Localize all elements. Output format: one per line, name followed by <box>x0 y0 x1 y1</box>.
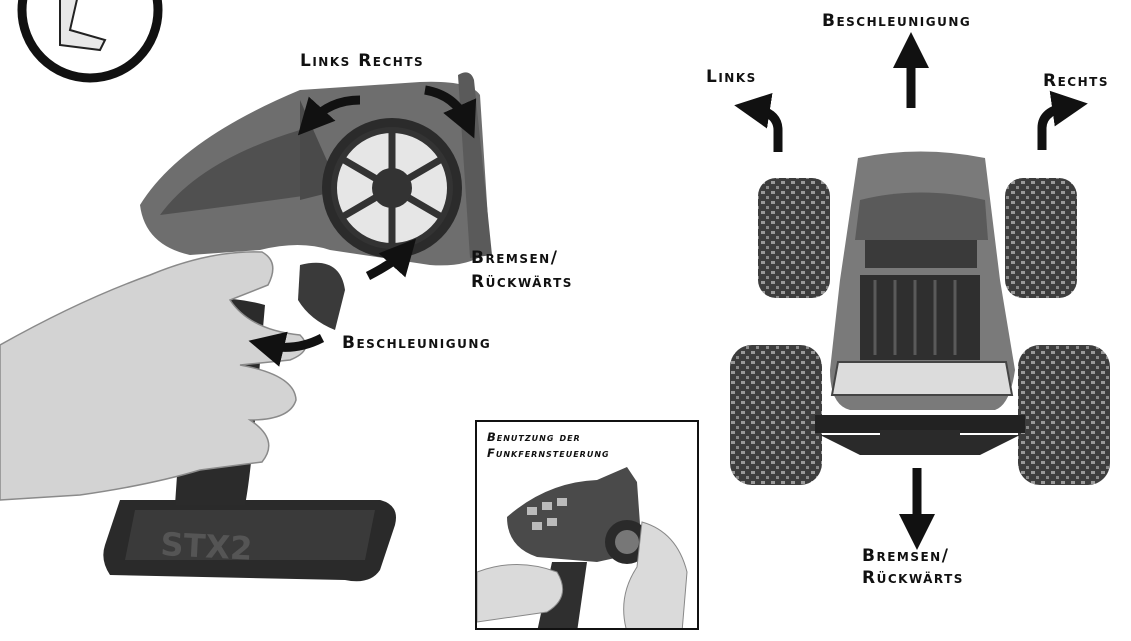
label-bremsen-left-line2: Rückwärts <box>471 272 573 292</box>
transmitter-trigger <box>298 262 345 330</box>
trigger-brake-arrow <box>365 238 417 280</box>
trigger-throttle-arrow <box>248 331 325 367</box>
inset-title-line2: Funkfernsteuerung <box>487 446 610 460</box>
transmitter-illustration: STX2 <box>0 72 492 582</box>
label-beschleunigung-left: Beschleunigung <box>342 333 492 353</box>
label-bremsen-left-line1: Bremsen/ <box>471 248 559 268</box>
label-bremsen-bottom-line2: Rückwärts <box>862 568 964 588</box>
label-bremsen-bottom-line1: Bremsen/ <box>862 546 950 566</box>
truck-illustration <box>730 151 1110 485</box>
truck-wheel-front-left <box>758 178 830 298</box>
hand-illustration <box>0 251 307 501</box>
corner-transmitter-icon <box>17 0 163 83</box>
inset-photo-svg <box>477 467 688 628</box>
truck-wheel-rear-left <box>730 345 822 485</box>
label-links: Links <box>706 67 757 87</box>
inset-title-line1: Benutzung der <box>487 430 581 444</box>
turn-left-arrow <box>734 92 783 152</box>
label-beschleunigung-top: Beschleunigung <box>822 11 972 31</box>
transmitter-steering-wheel <box>322 118 462 258</box>
label-rechts: Rechts <box>1043 71 1109 91</box>
label-links-rechts: Links Rechts <box>300 51 425 71</box>
turn-right-arrow <box>1037 90 1088 150</box>
truck-wheel-rear-right <box>1018 345 1110 485</box>
transmitter-brand-label: STX2 <box>160 525 254 568</box>
truck-bed <box>860 275 980 360</box>
inset-photo-frame: Benutzung der Funkfernsteuerung <box>475 420 699 630</box>
truck-wheel-front-right <box>1005 178 1077 298</box>
steer-left-arrow <box>297 95 361 136</box>
steer-right-arrow <box>424 85 477 139</box>
